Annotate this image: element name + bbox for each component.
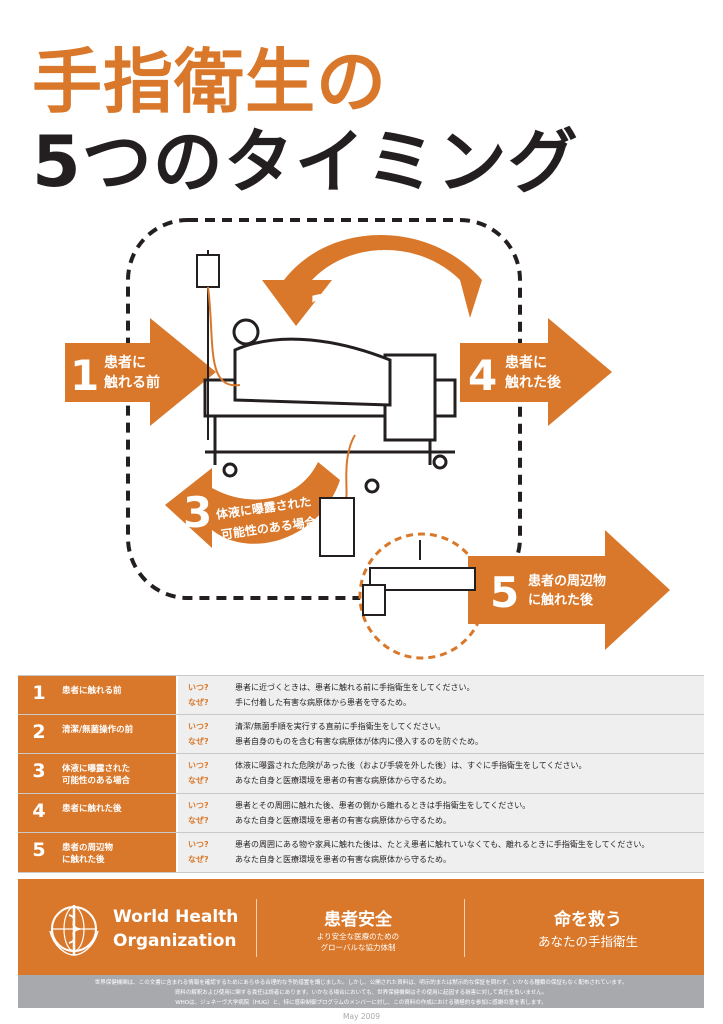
who-name: World Health Organization: [113, 905, 238, 953]
row-label: 患者の周辺物に触れた後: [54, 839, 113, 866]
row-label-line-1: 患者の周辺物: [62, 843, 114, 853]
row-label: 患者に触れた後: [54, 800, 122, 815]
why-label: なぜ?: [188, 698, 209, 707]
patient-safety-title: 患者安全: [324, 910, 392, 930]
row-header: 1 患者に触れる前: [18, 676, 178, 714]
when-text: 患者の周囲にある物や家具に触れた後は、たとえ患者に触れていなくても、離れるときに…: [235, 840, 650, 849]
arrow-4-shape: [460, 318, 612, 426]
patient-safety-subtitle-line-1: より安全な医療のための: [316, 932, 400, 941]
when-label: いつ?: [188, 683, 209, 692]
why-text: 手に付着した有害な病原体から患者を守るため。: [235, 698, 411, 707]
who-name-line-2: Organization: [113, 931, 237, 951]
save-lives-title: 命を救う: [554, 910, 622, 930]
footer-divider: [464, 899, 465, 957]
table-row: 5 患者の周辺物に触れた後 いつ? 患者の周囲にある物や家具に触れた後は、たとえ患…: [18, 833, 704, 873]
when-text: 患者に近づくときは、患者に触れる前に手指衛生をしてください。: [235, 683, 475, 692]
poster-title-line-2: 5つのタイミング: [32, 121, 579, 203]
surroundings-bed-illustration: [362, 540, 476, 616]
diagram-graphics: [65, 218, 670, 660]
row-number: 2: [32, 721, 46, 743]
row-header: 4 患者に触れた後: [18, 794, 178, 832]
drainage-line: [344, 434, 356, 500]
arrow-3-shape: [165, 462, 340, 548]
table-row: 2 清潔/無菌操作の前 いつ? 清潔/無菌手順を実行する直前に手指衛生をしてくださ…: [18, 715, 704, 754]
row-content: いつ? 患者の周囲にある物や家具に触れた後は、たとえ患者に触れていなくても、離れる…: [178, 833, 704, 872]
moment-1-number: 1: [70, 351, 100, 400]
patient-safety-subtitle: より安全な医療のための グローバルな協力体制: [258, 931, 458, 953]
moment-2-number: 2: [309, 286, 339, 335]
why-label: なぜ?: [188, 737, 209, 746]
disclaimer-line-2: 資料の解釈および使用に関する責任は読者にあります。いかなる場合においても、世界保…: [174, 990, 548, 996]
footer-divider: [256, 899, 257, 957]
row-label-line-1: 患者に触れる前: [62, 686, 122, 696]
moment-3-number: 3: [183, 488, 213, 537]
save-lives-subtitle: あなたの手指衛生: [537, 934, 638, 949]
row-label: 体液に曝露された可能性のある場合: [54, 760, 130, 787]
moments-table: 1 患者に触れる前 いつ? 患者に近づくときは、患者に触れる前に手指衛生をしてくだ…: [18, 675, 704, 873]
poster-title-line-1: 手指衛生の: [32, 41, 387, 123]
who-logo-icon: [49, 905, 99, 956]
when-text: 清潔/無菌手順を実行する直前に手指衛生をしてください。: [235, 722, 446, 731]
hospital-bed-illustration: [196, 250, 457, 494]
row-content: いつ? 患者とその周囲に触れた後、患者の側から離れるときは手指衛生をしてください。…: [178, 794, 704, 832]
disclaimer-line-1: 世界保健機関は、この文書に含まれる情報を確認するためにあらゆる合理的な予防措置を…: [94, 980, 628, 986]
moment-5-label-line-2: に触れた後: [528, 593, 594, 608]
when-label: いつ?: [188, 801, 209, 810]
when-label: いつ?: [188, 840, 209, 849]
row-number: 5: [32, 839, 46, 861]
when-text: 患者とその周囲に触れた後、患者の側から離れるときは手指衛生をしてください。: [235, 801, 531, 810]
moment-5-number: 5: [490, 568, 520, 617]
when-label: いつ?: [188, 761, 209, 770]
why-text: あなた自身と医療環境を患者の有害な病原体から守るため。: [235, 816, 451, 825]
footer-banner: World Health Organization 患者安全 より安全な医療のた…: [18, 879, 704, 975]
row-label: 清潔/無菌操作の前: [54, 721, 133, 736]
patient-zone-outline: [126, 218, 522, 600]
moment-5-label-line-1: 患者の周辺物: [528, 574, 607, 589]
row-label-line-1: 体液に曝露された: [62, 764, 131, 774]
moment-4-label-line-2: 触れた後: [505, 375, 561, 391]
why-label: なぜ?: [188, 855, 209, 864]
when-text: 体液に曝露された危険があった後（および手袋を外した後）は、すぐに手指衛生をしてく…: [235, 761, 587, 770]
disclaimer-line-3: WHOは、ジュネーヴ大学病院（HUG）と、特に感染制御プログラムのメンバーに対し…: [175, 1000, 547, 1006]
why-text: あなた自身と医療環境を患者の有害な病原体から守るため。: [235, 776, 451, 785]
five-moments-diagram: 1 患者に 触れる前 2 清潔/無菌操作の前 3 体液に曝露された 可能性のある…: [0, 200, 723, 670]
arrow-2-shape: [262, 235, 482, 326]
table-row: 1 患者に触れる前 いつ? 患者に近づくときは、患者に触れる前に手指衛生をしてくだ…: [18, 676, 704, 715]
publication-date: May 2009: [343, 1012, 380, 1021]
row-content: いつ? 体液に曝露された危険があった後（および手袋を外した後）は、すぐに手指衛生を…: [178, 754, 704, 793]
row-label-line-1: 患者に触れた後: [62, 804, 122, 814]
drainage-bag: [319, 497, 355, 557]
arrow-5-shape: [468, 530, 670, 650]
moment-4-number: 4: [468, 351, 498, 400]
when-label: いつ?: [188, 722, 209, 731]
why-text: 患者自身のものを含む有害な病原体が体内に侵入するのを防ぐため。: [235, 737, 483, 746]
row-label-line-2: 可能性のある場合: [62, 776, 131, 786]
why-label: なぜ?: [188, 816, 209, 825]
disclaimer: 世界保健機関は、この文書に含まれる情報を確認するためにあらゆる合理的な予防措置を…: [18, 975, 704, 1008]
iv-line: [207, 286, 241, 387]
moment-1-label-line-1: 患者に: [104, 355, 146, 371]
row-number: 1: [32, 682, 46, 704]
row-header: 3 体液に曝露された可能性のある場合: [18, 754, 178, 793]
moment-4-label-line-1: 患者に: [505, 355, 547, 371]
why-label: なぜ?: [188, 776, 209, 785]
moment-1-label-line-2: 触れる前: [104, 375, 160, 391]
row-label: 患者に触れる前: [54, 682, 122, 697]
why-text: あなた自身と医療環境を患者の有害な病原体から守るため。: [235, 855, 451, 864]
who-name-line-1: World Health: [113, 907, 239, 927]
row-header: 2 清潔/無菌操作の前: [18, 715, 178, 753]
row-content: いつ? 患者に近づくときは、患者に触れる前に手指衛生をしてください。 なぜ? 手に付…: [178, 676, 704, 714]
patient-safety-subtitle-line-2: グローバルな協力体制: [320, 943, 396, 952]
row-label-line-1: 清潔/無菌操作の前: [62, 725, 134, 735]
arrow-1-shape: [65, 318, 216, 426]
table-row: 4 患者に触れた後 いつ? 患者とその周囲に触れた後、患者の側から離れるときは手指…: [18, 794, 704, 833]
row-header: 5 患者の周辺物に触れた後: [18, 833, 178, 872]
row-content: いつ? 清潔/無菌手順を実行する直前に手指衛生をしてください。 なぜ? 患者自身のも…: [178, 715, 704, 753]
row-label-line-2: に触れた後: [62, 855, 105, 865]
table-row: 3 体液に曝露された可能性のある場合 いつ? 体液に曝露された危険があった後（およ…: [18, 754, 704, 794]
row-number: 4: [32, 800, 46, 822]
row-number: 3: [32, 760, 46, 782]
